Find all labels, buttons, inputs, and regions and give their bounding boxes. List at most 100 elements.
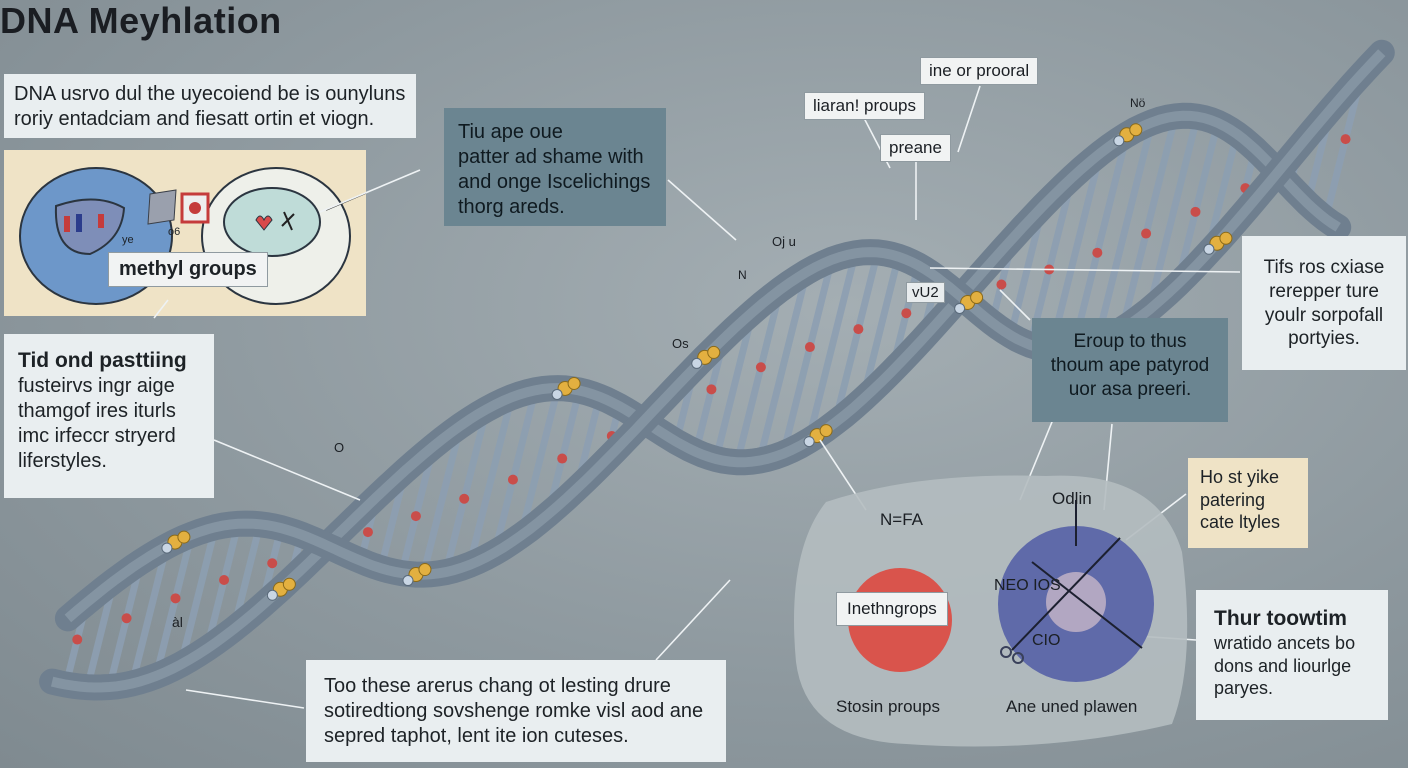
left-info-box: Tid ond pasttiing fusteirvs ingr aige th… <box>4 334 214 498</box>
bottom-line-2: sotiredtiong sovshenge romke visl aod an… <box>324 700 704 722</box>
methyl-mark <box>459 493 470 504</box>
methyl-mark <box>1340 134 1351 145</box>
page-title: DNA Meyhlation <box>0 0 282 41</box>
methyl-mark <box>121 613 132 624</box>
methyl-mark <box>507 474 518 485</box>
tan-line-1: Ho st yike <box>1200 467 1280 487</box>
methyl-mark <box>853 324 864 335</box>
methyl-mark <box>557 453 568 464</box>
methyl-mark <box>1141 228 1152 239</box>
methyl-mark <box>72 634 83 645</box>
left-line-1: fusteirvs ingr aige <box>18 375 175 398</box>
tan-line-2: patering <box>1200 489 1266 510</box>
pattern-line-1: Tiu ape oue <box>458 121 563 143</box>
helix-label-5: Nö <box>1130 96 1146 110</box>
callout-arrow <box>655 579 731 661</box>
cell-panel: ye o6 methyl groups <box>4 150 445 316</box>
top-label-c: preane <box>880 134 951 162</box>
methyl-group-ball <box>1113 135 1125 147</box>
methyl-mark <box>755 362 766 373</box>
base-pair-rung <box>831 248 882 427</box>
methyl-mark <box>1092 247 1103 258</box>
center-line-3: uor asa preeri. <box>1068 378 1192 400</box>
right1-line-3: youlr sorpofall <box>1264 304 1384 326</box>
right-info-box-1: Tifs ros cxiase rerepper ture youlr sorp… <box>1242 236 1406 370</box>
compare-right-caption: Ane uned plawen <box>1006 697 1138 716</box>
helix-label-7: àl <box>172 614 183 630</box>
tan-info-box: Ho st yike patering cate ltyles <box>1188 458 1308 548</box>
right2-line-1: wratido ancets bo <box>1214 633 1356 654</box>
cell-tag-ye: ye <box>122 234 134 246</box>
methyl-group-ball <box>803 436 815 448</box>
compare-right-top: Odlin <box>1052 489 1092 508</box>
methyl-group-ball <box>954 302 966 314</box>
base-pair-rung <box>1026 173 1076 349</box>
right2-heading: Thur toowtim <box>1214 607 1347 630</box>
methyl-group-ball <box>266 589 278 601</box>
methyl-group-ball <box>551 388 563 400</box>
intro-box: DNA usrvo dul the uyecoiend be is ounylu… <box>4 74 416 138</box>
helix-label-2: N <box>738 268 747 282</box>
methyl-mark <box>706 384 717 395</box>
center-info-box: Eroup to thus thoum ape patyrod uor asa … <box>1032 318 1228 422</box>
top-label-b: liaran! proups <box>804 92 926 120</box>
callout-arrow <box>957 85 981 153</box>
methyl-group-ball <box>177 530 191 544</box>
methyl-groups-label: methyl groups <box>108 252 268 287</box>
methyl-group-ball <box>970 290 984 304</box>
bottom-line-1: Too these arerus chang ot lesting drure <box>324 675 671 697</box>
methyl-group-ball <box>402 575 414 587</box>
methyl-group-ball <box>282 577 296 591</box>
tan-line-3: cate ltyles <box>1200 512 1281 532</box>
methyl-mark <box>170 593 181 604</box>
base-pair-rung <box>859 253 902 403</box>
top-label-a: ine or prooral <box>920 57 1039 85</box>
base-pair-rung <box>128 542 171 687</box>
compare-right-in1: NEO IOS <box>994 577 1061 594</box>
base-pair-rung <box>1047 149 1104 354</box>
methyl-mark <box>804 342 815 353</box>
base-pair-rung <box>733 286 784 466</box>
methyl-mark <box>996 279 1007 290</box>
methyl-mark <box>410 511 421 522</box>
callout-arrow <box>929 267 1241 273</box>
methyl-group-ball <box>1129 123 1143 137</box>
base-pair-rung <box>203 520 242 653</box>
right1-line-2: rerepper ture <box>1269 280 1379 302</box>
methyl-mark <box>901 308 912 319</box>
left-line-4: liferstyles. <box>18 450 107 473</box>
methyl-mark <box>1190 206 1201 217</box>
base-pair-rung <box>756 268 811 465</box>
helix-label-3: Os <box>672 336 689 351</box>
pattern-box: Tiu ape oue patter ad shame with and ong… <box>444 108 666 226</box>
methyl-group-ball <box>567 376 581 390</box>
backbone-highlight-a <box>50 110 1341 693</box>
base-pair-rung <box>517 384 562 540</box>
intro-line-2: roriy entadciam and fiesatt ortin et vio… <box>14 108 375 130</box>
pattern-line-3: and onge Iscelichings <box>458 171 651 193</box>
right-info-box-2: Thur toowtim wratido ancets bo dons and … <box>1196 590 1388 720</box>
methyl-group-ball <box>1203 243 1215 255</box>
pattern-line-2: patter ad shame with <box>458 146 644 168</box>
base-pair-rung <box>419 422 464 579</box>
right1-line-4: portyies. <box>1288 328 1360 350</box>
methyl-group-balls <box>161 123 1233 601</box>
methyl-group-ball <box>1219 231 1233 245</box>
cell-tag-o6: o6 <box>168 226 181 238</box>
methyl-group-ball <box>161 542 173 554</box>
base-pair-rung <box>105 558 145 691</box>
base-pair-rung <box>804 249 859 445</box>
callout-arrow <box>153 299 169 319</box>
base-pair-rung <box>152 531 195 680</box>
compare-left-top: N=FA <box>880 510 923 529</box>
methyl-group-ball <box>819 424 833 438</box>
callout-arrow <box>667 179 737 241</box>
left-line-3: imc irfeccr stryerd <box>18 425 176 448</box>
callout-arrow <box>319 169 421 213</box>
methyl-group-ball <box>418 563 432 577</box>
right2-line-3: paryes. <box>1214 678 1274 699</box>
compare-left-caption: Stosin proups <box>836 697 940 716</box>
methyl-mark <box>362 527 373 538</box>
methyl-group-ball <box>707 345 721 359</box>
methyl-group-ball <box>691 357 703 369</box>
